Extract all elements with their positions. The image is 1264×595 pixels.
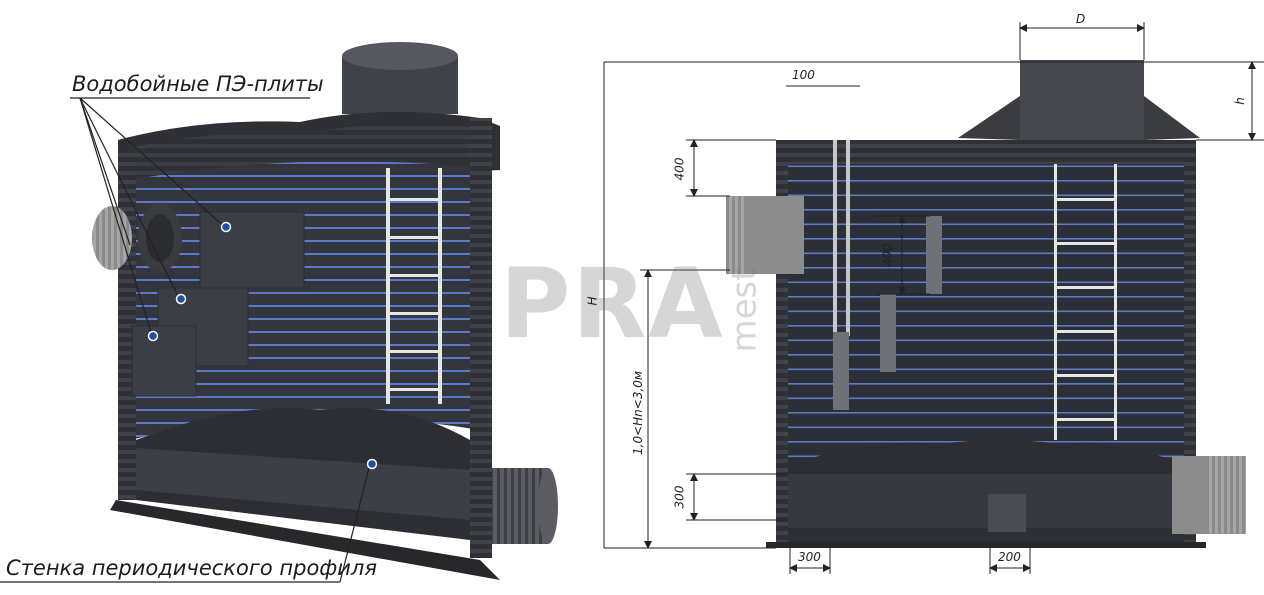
section-neck [1020, 60, 1144, 140]
watermark-side-text: mest [724, 267, 765, 353]
dim-h-total-label: H [585, 296, 600, 306]
callout-dot-1 [220, 221, 232, 233]
dimension-lines [603, 22, 1264, 574]
dim-channel-height-label: 300 [672, 485, 687, 509]
dim-plate-height-label: 400 [880, 243, 895, 267]
dim-hn-range-label: 1,0<Hn<3,0м [630, 371, 645, 455]
impact-plate-3 [131, 325, 197, 397]
watermark-letters: PRA [500, 248, 725, 360]
flow-channel [136, 448, 470, 520]
impact-plate-1 [199, 211, 305, 289]
section-plate-low [833, 332, 849, 410]
dim-top-depth-label: 400 [672, 157, 687, 181]
callout-dot-3 [147, 330, 159, 342]
plates-label: Водобойные ПЭ-плиты [72, 72, 324, 96]
wall-label: Стенка периодического профиля [6, 556, 377, 580]
ladder-3d [386, 168, 442, 404]
left-wall-section [118, 150, 136, 500]
section-drawing [603, 22, 1264, 574]
right-wall-section [470, 118, 492, 558]
dim-h-small-label: h [1232, 97, 1247, 105]
section-plate-mid [880, 294, 896, 372]
callout-lines [0, 97, 371, 583]
callout-dot-2 [175, 293, 187, 305]
left-inlet-pipe [92, 206, 132, 270]
dim-bottom-mid-label: 200 [998, 550, 1021, 564]
dim-d-label: D [1076, 12, 1086, 26]
section-ladder [1054, 164, 1117, 440]
cutaway-3d-view [0, 42, 558, 583]
callout-dot-wall [366, 458, 378, 470]
dim-bottom-left-label: 300 [798, 550, 821, 564]
section-plate-high [926, 216, 942, 294]
dim-ladder-offset-label: 100 [792, 68, 815, 82]
